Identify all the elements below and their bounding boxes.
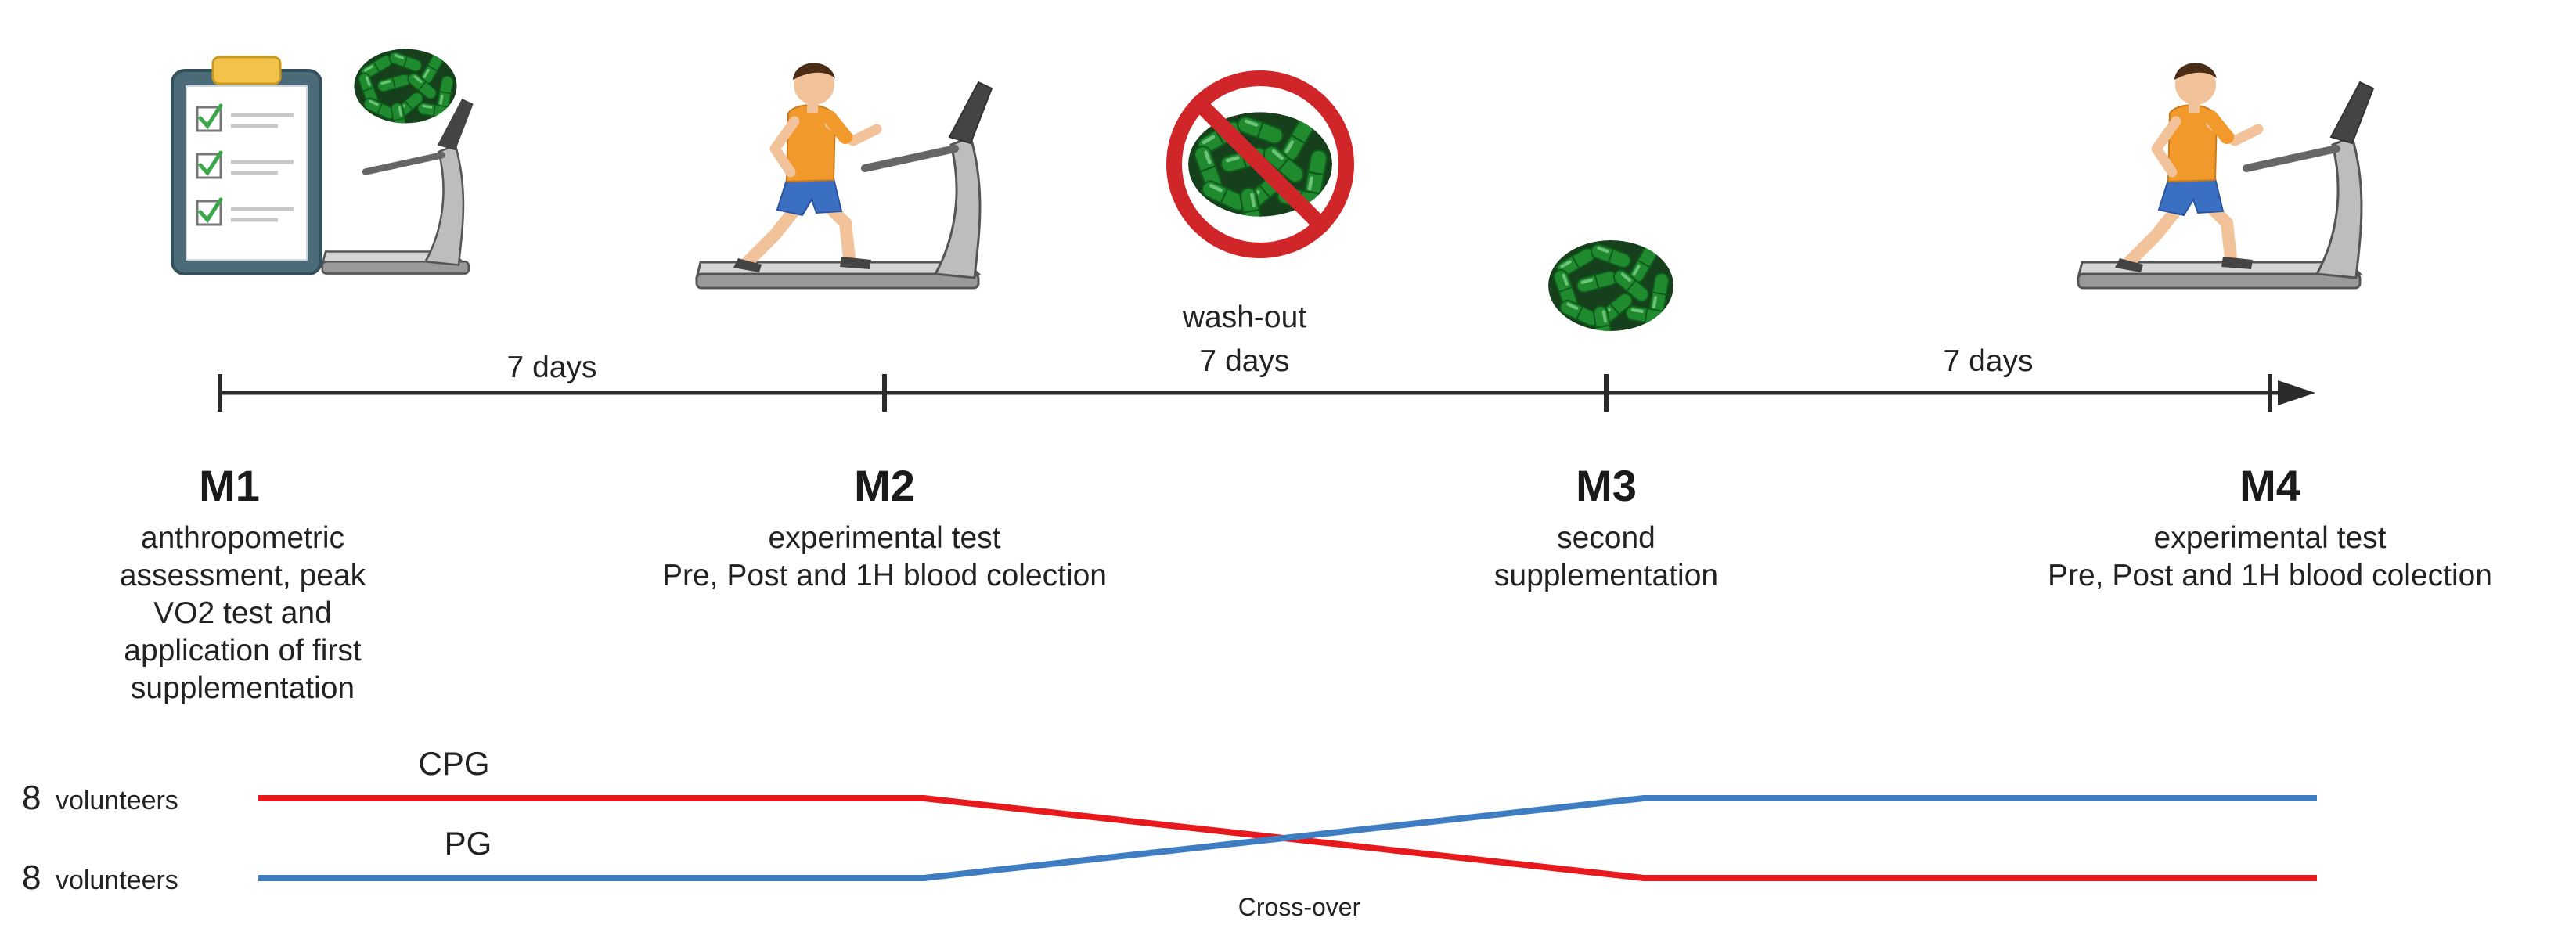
runner-treadmill-icon [697,63,992,288]
timeline [218,374,2315,412]
milestone-desc-m1-line-2: assessment, peak [120,559,366,592]
interval-label-3: 7 days [1944,344,2034,378]
milestone-title-m1: M1 [199,461,260,510]
volunteers-count-pg: 8 volunteers [22,858,178,897]
interval-label-2-line-2: 7 days [1200,344,1290,378]
milestone-desc-m1-line-5: supplementation [131,671,355,705]
volunteers-unit-cpg: volunteers [56,786,178,815]
milestone-title-m2: M2 [854,461,915,510]
capsules-icon-second [1548,240,1673,347]
milestone-desc-m1-line-1: anthropometric [141,521,344,555]
milestone-desc-m2-line-2: Pre, Post and 1H blood colection [662,559,1107,592]
volunteers-number-pg: 8 [22,858,41,897]
no-capsules-icon [1166,70,1354,258]
crossover-label: Cross-over [1238,893,1361,921]
milestone-desc-m1-line-4: application of first [124,634,362,668]
milestone-title-m4: M4 [2239,461,2300,510]
group-label-cpg: CPG [418,745,489,782]
milestone-desc-m4-line-2: Pre, Post and 1H blood colection [2048,559,2492,592]
volunteers-number-cpg: 8 [22,779,41,817]
milestone-desc-m2-line-1: experimental test [769,521,1001,555]
interval-label-2-line-1: wash-out [1182,301,1306,334]
group-line-pg [258,795,2317,881]
milestone-desc-m4-line-1: experimental test [2154,521,2387,555]
milestone-desc-m1-line-3: VO2 test and [153,596,332,630]
capsules-icon [354,49,456,136]
group-label-pg: PG [445,825,492,862]
milestone-desc-m3-line-1: second [1557,521,1655,555]
milestone-title-m3: M3 [1576,461,1637,510]
clipboard-checklist-icon [171,56,474,275]
interval-label-1: 7 days [507,351,597,384]
milestone-desc-m3-line-2: supplementation [1494,559,1718,592]
timeline-arrowhead [2278,380,2315,405]
volunteers-unit-pg: volunteers [56,866,178,895]
runner-treadmill-icon-m4 [2078,63,2373,288]
volunteers-count-cpg: 8 volunteers [22,779,178,817]
